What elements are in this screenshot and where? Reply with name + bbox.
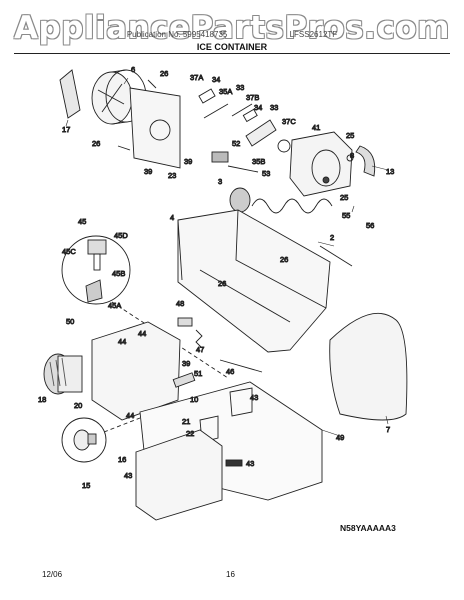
label-51: 51 bbox=[194, 369, 202, 378]
label-23: 23 bbox=[168, 171, 176, 180]
label-50: 50 bbox=[66, 317, 74, 326]
label-26c: 26 bbox=[280, 255, 288, 264]
label-44c: 44 bbox=[126, 411, 134, 420]
part-23-hole bbox=[149, 119, 171, 141]
label-45c: 45C bbox=[62, 247, 76, 256]
part-48 bbox=[177, 317, 193, 327]
publication-number: Publication No. 5995418735 bbox=[126, 30, 228, 39]
footer-page-number: 16 bbox=[226, 570, 235, 579]
label-37c: 37C bbox=[282, 117, 296, 126]
label-33: 33 bbox=[236, 83, 244, 92]
label-45: 45 bbox=[78, 217, 86, 226]
label-43b: 43 bbox=[246, 459, 254, 468]
footer-date: 12/06 bbox=[42, 570, 63, 579]
label-56: 56 bbox=[366, 221, 374, 230]
label-48: 48 bbox=[176, 299, 184, 308]
part-20-mount bbox=[91, 321, 181, 421]
label-34: 34 bbox=[212, 75, 220, 84]
label-39b: 39 bbox=[184, 157, 192, 166]
label-53: 53 bbox=[262, 169, 270, 178]
part-47-spring bbox=[195, 329, 203, 349]
part-53-rod bbox=[227, 165, 259, 173]
leader-lines bbox=[65, 77, 389, 437]
label-44b: 44 bbox=[118, 337, 126, 346]
part-51 bbox=[172, 372, 196, 388]
part-46-rod bbox=[219, 359, 263, 373]
part-6-drum bbox=[91, 69, 147, 125]
label-35a: 35A bbox=[219, 87, 232, 96]
part-52 bbox=[211, 151, 229, 163]
label-52: 52 bbox=[232, 139, 240, 148]
part-41-housing bbox=[289, 131, 353, 197]
label-6: 6 bbox=[131, 65, 135, 74]
label-21: 21 bbox=[182, 417, 190, 426]
label-25b: 25 bbox=[340, 193, 348, 202]
callout-45-leader bbox=[111, 301, 229, 379]
label-16: 16 bbox=[118, 455, 126, 464]
label-37a: 37A bbox=[190, 73, 203, 82]
part-2-rod bbox=[319, 245, 353, 267]
label-45a: 45A bbox=[108, 301, 121, 310]
label-15: 15 bbox=[82, 481, 90, 490]
publication-header: Publication No. 5995418735 LFSS2612TF bbox=[0, 30, 464, 39]
label-22: 22 bbox=[186, 429, 194, 438]
label-13: 13 bbox=[386, 167, 394, 176]
label-39a: 39 bbox=[144, 167, 152, 176]
title-rule bbox=[14, 53, 450, 54]
part-26-screw-b bbox=[117, 145, 131, 151]
label-2: 2 bbox=[330, 233, 334, 242]
label-20: 20 bbox=[74, 401, 82, 410]
part-43-bracket bbox=[229, 387, 253, 417]
label-17: 17 bbox=[62, 125, 70, 134]
label-26b: 26 bbox=[92, 139, 100, 148]
label-43a: 43 bbox=[250, 393, 258, 402]
label-43c: 43 bbox=[124, 471, 132, 480]
label-34b: 34 bbox=[254, 103, 262, 112]
label-47: 47 bbox=[196, 345, 204, 354]
model-number: LFSS2612TF bbox=[289, 30, 338, 39]
label-35b: 35B bbox=[252, 157, 265, 166]
label-26: 26 bbox=[160, 69, 168, 78]
diagram-title: ICE CONTAINER bbox=[196, 42, 268, 52]
label-4: 4 bbox=[170, 213, 174, 222]
label-55: 55 bbox=[342, 211, 350, 220]
label-8: 8 bbox=[350, 151, 354, 160]
label-49: 49 bbox=[336, 433, 344, 442]
callout-15-16 bbox=[61, 417, 107, 463]
part-7-cover bbox=[329, 312, 408, 421]
part-43-clip bbox=[225, 459, 243, 467]
part-17-bracket bbox=[59, 69, 81, 119]
callout-45 bbox=[61, 235, 131, 305]
label-41: 41 bbox=[312, 123, 320, 132]
label-3: 3 bbox=[218, 177, 222, 186]
part-3-gear bbox=[229, 187, 251, 213]
label-45b: 45B bbox=[112, 269, 125, 278]
part-25-screw bbox=[346, 154, 354, 162]
label-45d: 45D bbox=[114, 231, 128, 240]
label-37b: 37B bbox=[246, 93, 259, 102]
label-39c: 39 bbox=[182, 359, 190, 368]
part-13-cap bbox=[355, 145, 376, 177]
part-4-container bbox=[177, 209, 331, 353]
label-7: 7 bbox=[386, 425, 390, 434]
label-46: 46 bbox=[226, 367, 234, 376]
label-26d: 26 bbox=[218, 279, 226, 288]
part-linkage-assembly bbox=[198, 88, 291, 153]
part-43-plate bbox=[135, 429, 223, 521]
part-23-plate bbox=[129, 87, 181, 169]
part-26-screw bbox=[147, 79, 157, 89]
part-18-motor bbox=[43, 353, 83, 395]
label-33b: 33 bbox=[270, 103, 278, 112]
label-10: 10 bbox=[190, 395, 198, 404]
part-2-auger bbox=[251, 198, 333, 214]
watermark-logo: AppliancePartsPros.com bbox=[14, 10, 450, 46]
label-25a: 25 bbox=[346, 131, 354, 140]
label-44a: 44 bbox=[138, 329, 146, 338]
label-18: 18 bbox=[38, 395, 46, 404]
diagram-code: N58YAAAAA3 bbox=[340, 523, 396, 533]
